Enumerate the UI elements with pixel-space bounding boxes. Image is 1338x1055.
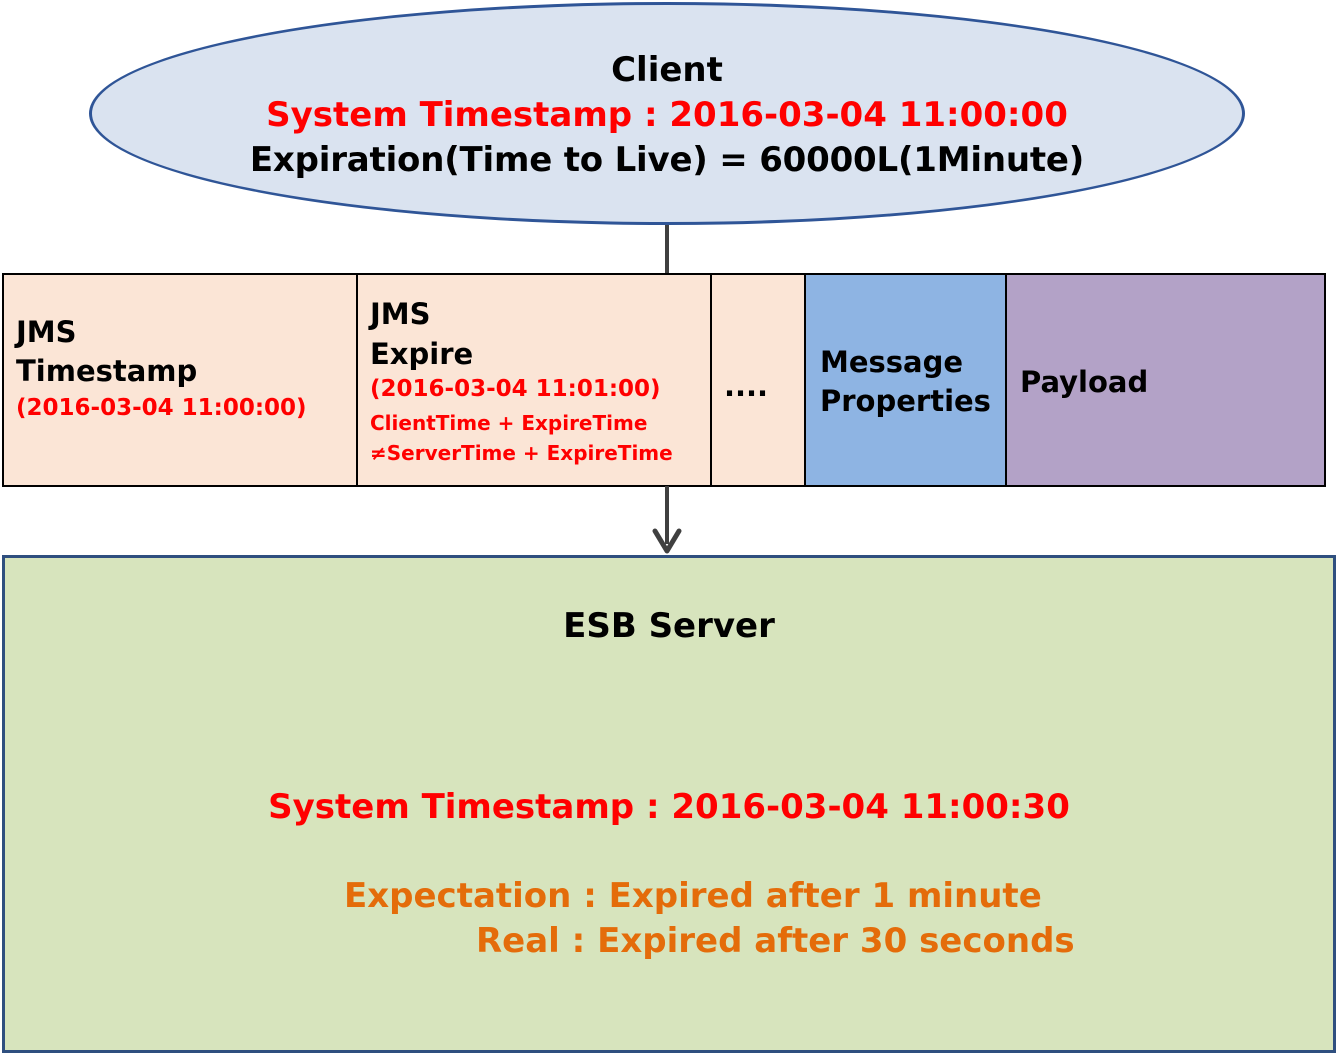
- jms-expire-value: (2016-03-04 11:01:00): [370, 376, 661, 402]
- client-title: Client: [611, 50, 723, 90]
- jms-timestamp-value: (2016-03-04 11:00:00): [16, 395, 307, 421]
- esb-server-box: [2, 555, 1336, 1053]
- jms-expire-label-line1: JMS: [370, 297, 431, 331]
- esb-real-result: Real : Expired after 30 seconds: [476, 921, 1075, 961]
- esb-server-title: ESB Server: [563, 606, 775, 646]
- client-expiration: Expiration(Time to Live) = 60000L(1Minut…: [249, 140, 1085, 180]
- client-system-timestamp: System Timestamp : 2016-03-04 11:00:00: [266, 95, 1068, 135]
- jms-expire-formula-client: ClientTime + ExpireTime: [370, 411, 648, 435]
- jms-timestamp-label-line2: Timestamp: [16, 354, 198, 388]
- jms-timestamp-label-line1: JMS: [16, 315, 77, 349]
- payload-label: Payload: [1020, 365, 1149, 399]
- esb-expectation: Expectation : Expired after 1 minute: [344, 876, 1042, 916]
- jms-expire-label-line2: Expire: [370, 337, 474, 371]
- message-properties-segment: [804, 273, 1007, 487]
- arrow-down-icon: [652, 528, 682, 554]
- message-properties-label-line2: Properties: [820, 384, 991, 418]
- jms-timestamp-segment: [2, 273, 358, 487]
- esb-system-timestamp: System Timestamp : 2016-03-04 11:00:30: [268, 787, 1070, 827]
- message-to-esb-connector: [665, 486, 669, 544]
- client-to-message-connector: [665, 225, 669, 273]
- jms-expire-formula-server: ≠ServerTime + ExpireTime: [370, 441, 673, 465]
- client-ellipse: [89, 2, 1245, 225]
- jms-expire-segment: [356, 273, 712, 487]
- ellipsis-label: ....: [724, 369, 769, 403]
- message-properties-label-line1: Message: [820, 345, 964, 379]
- payload-segment: [1005, 273, 1326, 487]
